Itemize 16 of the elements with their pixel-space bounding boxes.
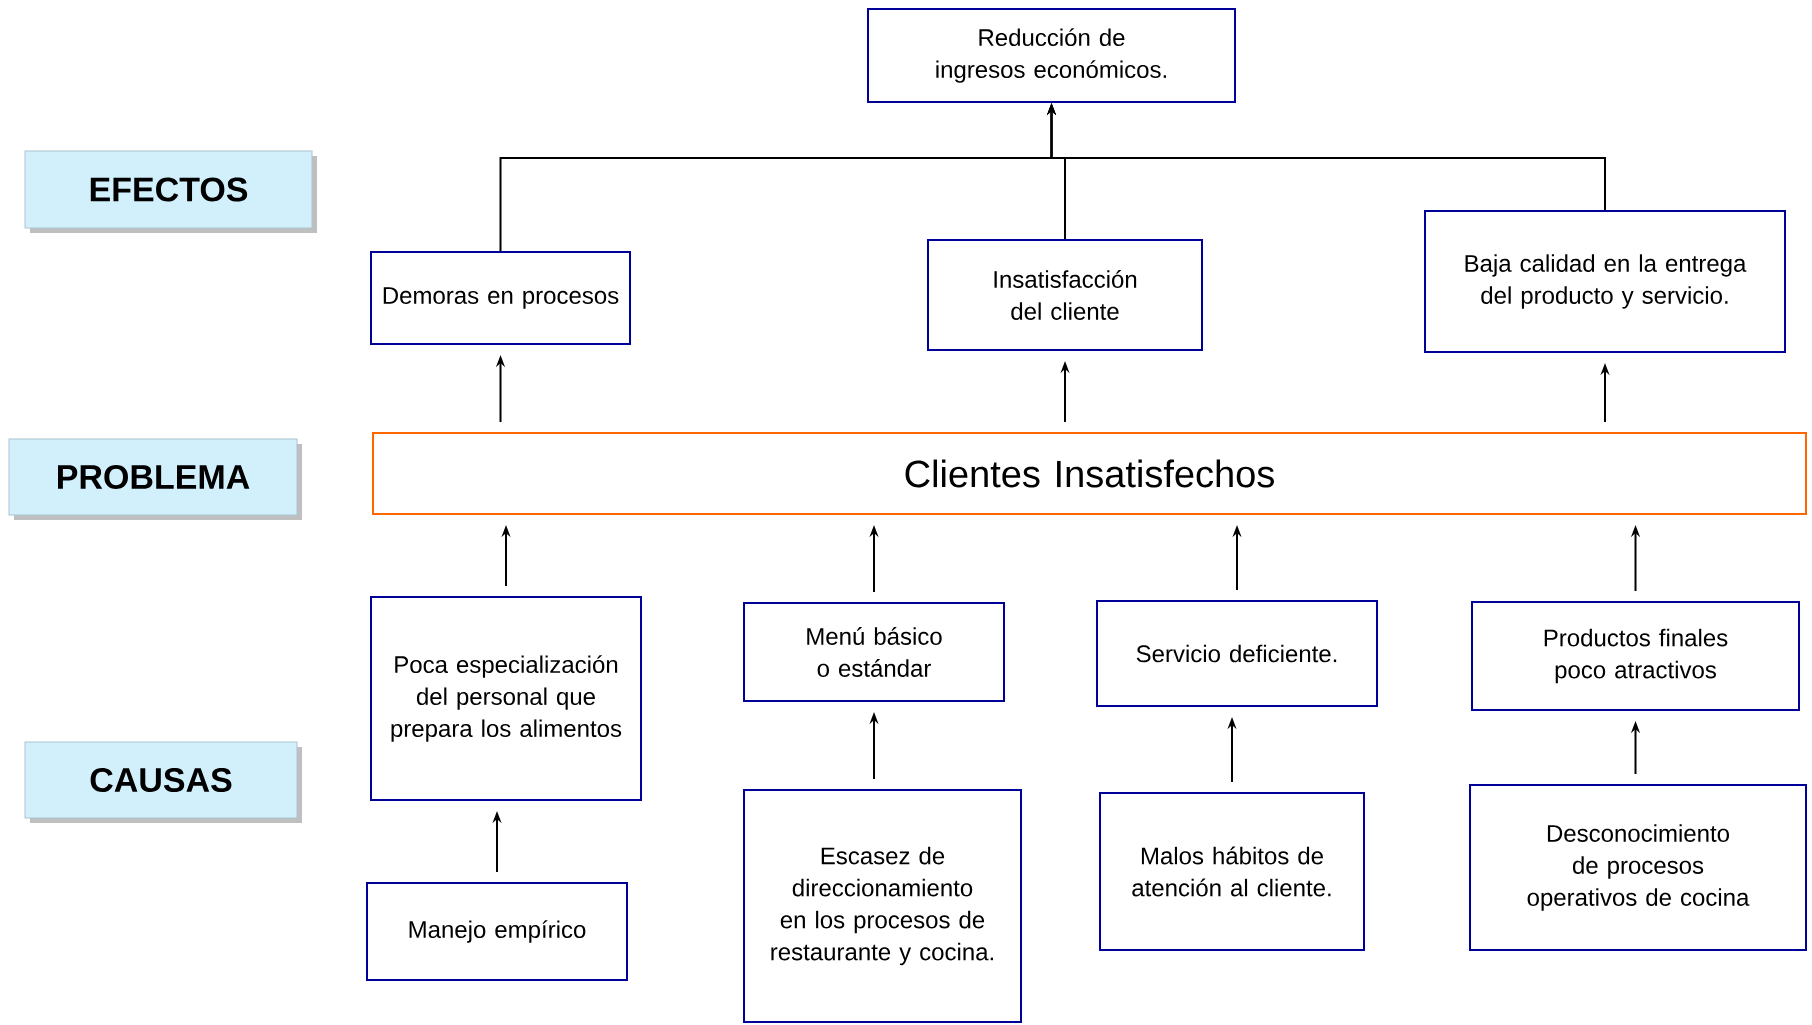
process-box: Productos finales poco atractivos (1471, 601, 1800, 711)
problem-box: Clientes Insatisfechos (372, 432, 1807, 515)
process-box: Malos hábitos de atención al cliente. (1099, 792, 1365, 951)
process-box: Servicio deficiente. (1096, 600, 1378, 707)
process-box: Escasez de direccionamiento en los procesos de restaurante y cocina. (743, 789, 1022, 1023)
process-box: Demoras en procesos (370, 251, 631, 345)
process-box: Menú básico o estándar (743, 602, 1005, 702)
label-box: EFECTOS (24, 150, 313, 229)
process-box: Poca especialización del personal que prepara los alimentos (370, 596, 642, 801)
label-box: PROBLEMA (8, 438, 298, 516)
process-box: Insatisfacción del cliente (927, 239, 1203, 351)
label-box: CAUSAS (24, 741, 298, 819)
process-box: Reducción de ingresos económicos. (867, 8, 1236, 103)
process-box: Manejo empírico (366, 882, 628, 981)
process-box: Desconocimiento de procesos operativos de cocina (1469, 784, 1807, 951)
process-box: Baja calidad en la entrega del producto y servicio. (1424, 210, 1786, 353)
